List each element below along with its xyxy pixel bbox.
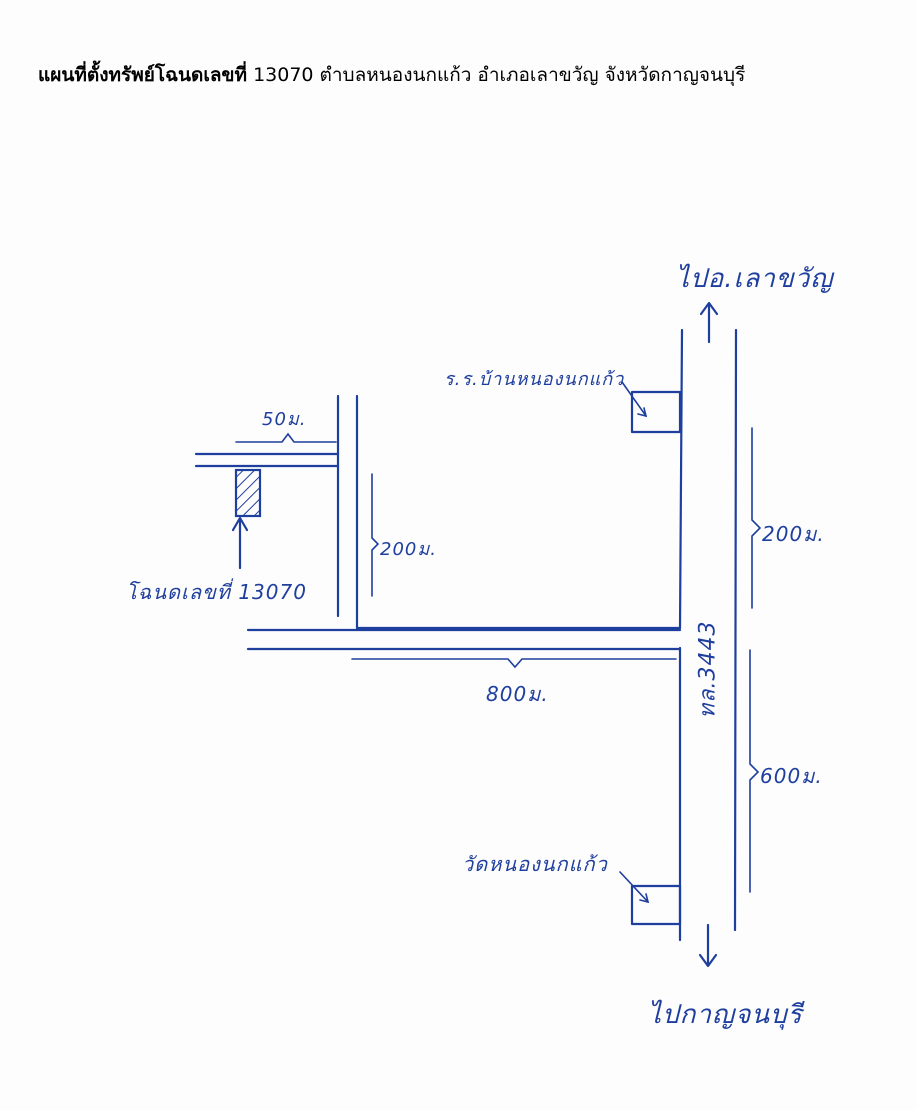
label-dist-600-right: 600ม. xyxy=(760,764,823,788)
label-to-north: ไปอ.เลาขวัญ xyxy=(676,264,834,294)
label-dist-50: 50ม. xyxy=(262,409,307,430)
arrow-north-head xyxy=(699,301,719,316)
deed-parcel xyxy=(234,468,262,518)
school-pointer-head xyxy=(637,407,648,418)
highway-west-edge-upper xyxy=(678,328,684,630)
brace-200m-right xyxy=(751,427,762,609)
label-to-south: ไปกาญจนบุรี xyxy=(648,1000,803,1030)
deed-arrow-head xyxy=(231,516,249,532)
label-school: ร.ร.บ้านหนองนกแก้ว xyxy=(444,369,625,390)
page-title-bold: แผนที่ตั้งทรัพย์โฉนดเลขที่ xyxy=(38,64,248,86)
school-building xyxy=(630,390,682,434)
temple-pointer-head xyxy=(639,893,650,904)
brace-600m-right xyxy=(749,649,760,893)
label-dist-200-right: 200ม. xyxy=(762,522,825,546)
temple-pointer xyxy=(619,871,649,903)
temple-building xyxy=(630,884,682,926)
label-deed: โฉนดเลขที่ 13070 xyxy=(126,580,307,604)
page-title: แผนที่ตั้งทรัพย์โฉนดเลขที่ 13070 ตำบลหนอ… xyxy=(38,60,898,90)
arrow-south-head xyxy=(698,953,718,968)
brace-800m xyxy=(351,658,677,669)
brace-200m-left xyxy=(371,473,380,597)
label-dist-800: 800ม. xyxy=(486,682,549,706)
highway-east-edge xyxy=(733,328,738,932)
brace-50m xyxy=(235,432,337,443)
label-temple: วัดหนองนกแก้ว xyxy=(462,852,608,876)
label-dist-200-left: 200ม. xyxy=(380,539,437,560)
label-highway: ทล.3443 xyxy=(695,620,721,719)
page-title-rest: 13070 ตำบลหนองนกแก้ว อำเภอเลาขวัญ จังหวั… xyxy=(247,64,746,86)
school-pointer xyxy=(621,381,647,417)
